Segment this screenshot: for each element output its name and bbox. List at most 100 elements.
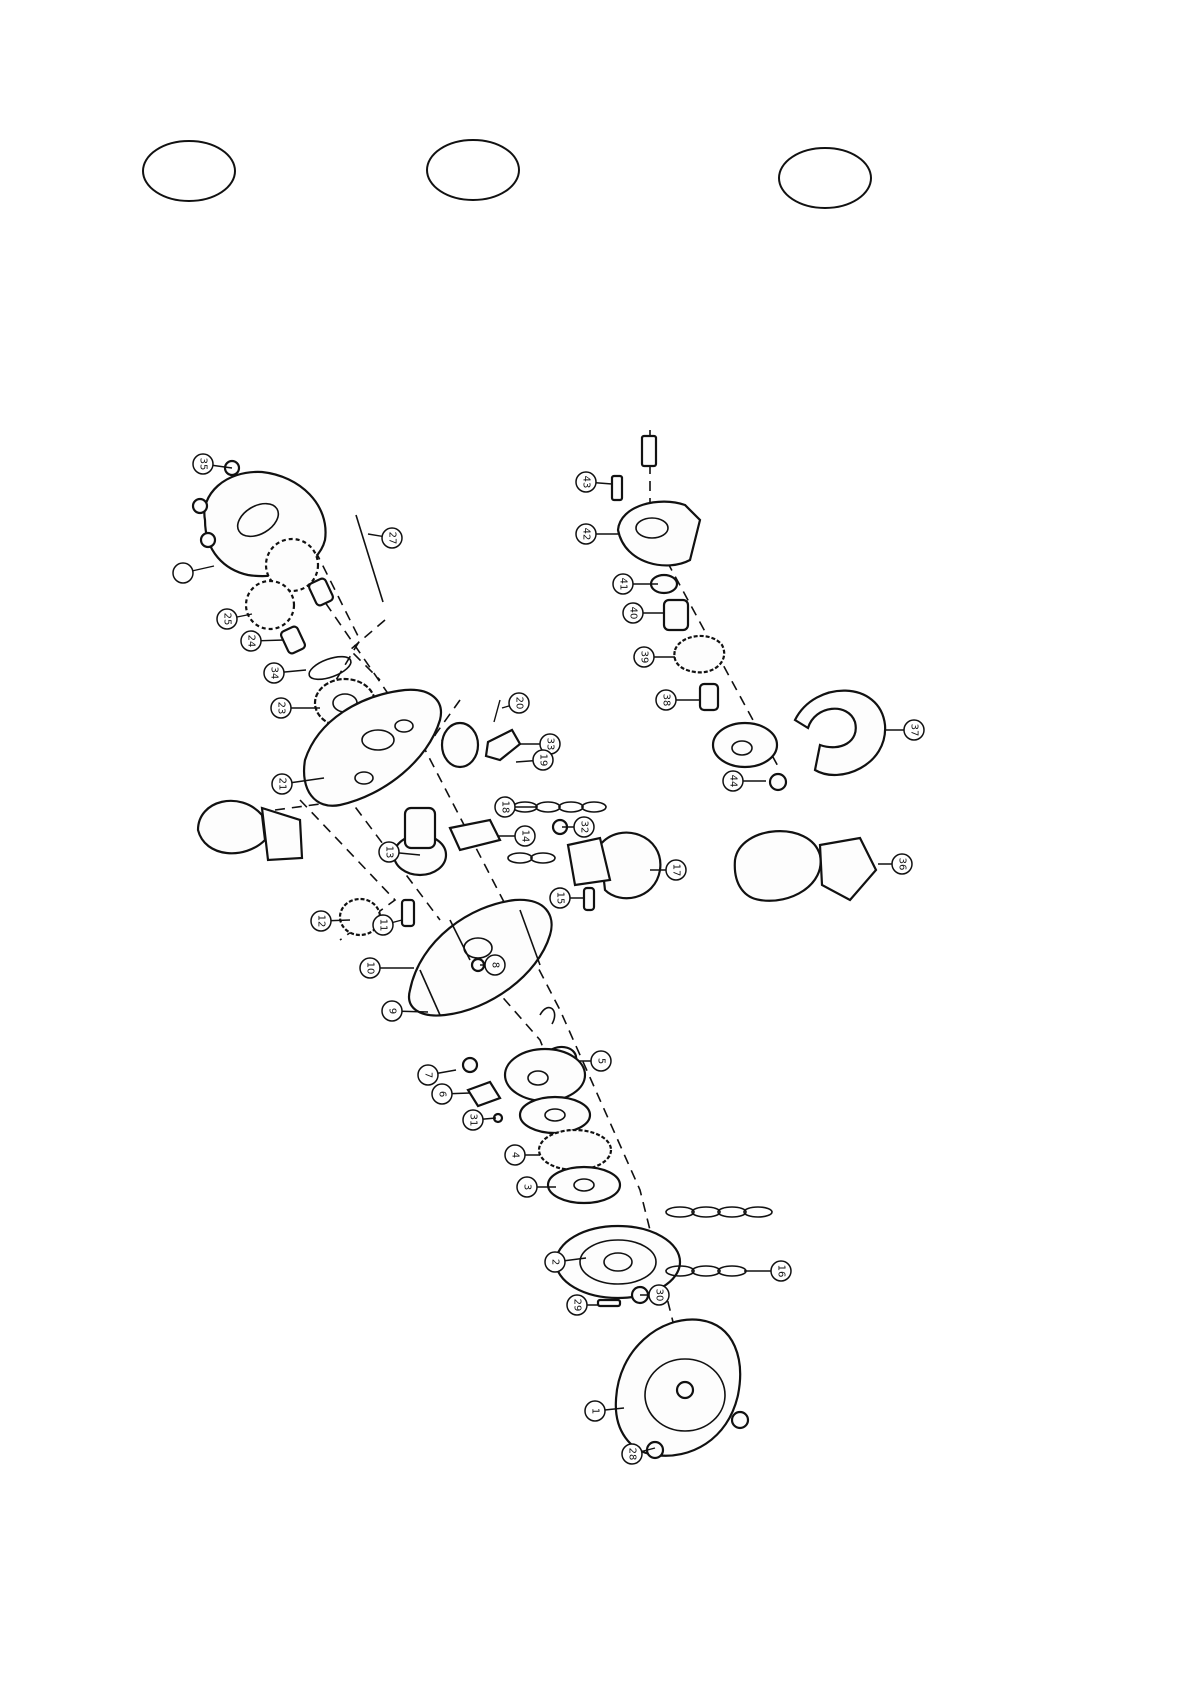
load-sheave-39 [674,636,724,672]
part-callout: 44 [723,771,766,791]
part-callout: 16 [744,1261,791,1281]
callout-number: 11 [378,919,389,932]
pin-15 [584,888,594,910]
callout-number: 10 [365,962,376,975]
part-callout: 4 [505,1145,540,1165]
part-callout: 34 [264,663,306,683]
callout-number: 6 [437,1091,448,1097]
callout-number: 18 [500,801,511,814]
bolt [642,436,656,466]
pawl-6 [468,1082,500,1106]
ratchet-spring [442,723,478,767]
hook-block-lower [713,723,777,767]
callout-number: 34 [269,667,280,680]
part-callout: 7 [418,1065,456,1085]
chain-guide-14 [450,820,500,850]
spring-7 [463,1058,477,1072]
callout-number: 41 [618,578,629,591]
part-callout: 14 [498,826,535,846]
header-oval-right [779,148,871,208]
part-callout: 40 [623,603,664,623]
callout-number: 14 [520,830,531,843]
chain-to-hook [508,853,555,863]
callout-number: 5 [596,1058,607,1064]
top-hook-37 [795,691,885,775]
callout-number: 39 [639,651,650,664]
callout-number: 3 [522,1184,533,1190]
callout-number: 24 [246,635,257,648]
nut-44 [770,774,786,790]
nut [201,533,215,547]
callout-number: 19 [538,754,549,767]
hook-block-left [262,808,302,860]
callout-number: 25 [222,613,233,626]
ratchet-disc-4 [539,1130,611,1170]
part-callout [173,563,214,583]
hook-17 [600,833,660,899]
callout-number: 38 [661,694,672,707]
brake-hub [505,1049,585,1101]
part-callout: 32 [562,817,594,837]
callout-number: 12 [316,915,327,928]
shaft-38 [700,684,718,710]
part-callout: 39 [634,647,675,667]
callout-number: 15 [555,892,566,905]
nut [193,499,207,513]
gear-25 [246,581,294,629]
part-callout: 41 [613,574,658,594]
part-callout: 27 [368,528,402,548]
callout-number: 13 [384,846,395,859]
friction-washer-3 [548,1167,620,1203]
callout-number: 33 [545,738,556,751]
callout-number: 36 [897,858,908,871]
callout-number: 1 [590,1408,601,1414]
header-oval-left [143,141,235,201]
spring-11 [402,900,414,926]
cover-nut [732,1412,748,1428]
part-callout: 24 [241,631,284,651]
hand-chain-upper [666,1207,772,1217]
callout-number: 44 [728,775,739,788]
bottom-hook-36 [735,831,821,901]
callout-number: 31 [468,1114,479,1127]
part-callout: 31 [463,1110,496,1130]
header-oval-center [427,140,519,200]
part-callout: 25 [217,609,252,629]
callout-number: 21 [277,778,288,791]
pin-20 [494,700,500,722]
top-hook-assembly [612,430,885,901]
hook-36-yoke [820,838,876,900]
shaft-27 [356,515,383,602]
lower-hook-left [198,801,265,853]
callout-number: 30 [654,1289,665,1302]
callout-number: 23 [276,702,287,715]
callout-number: 42 [581,528,592,541]
callout-number: 40 [628,607,639,620]
callout-number: 4 [510,1152,521,1158]
part-callout: 29 [567,1295,598,1315]
callout-number: 2 [550,1259,561,1265]
part-callout: 23 [271,698,320,718]
drive-shaft [405,808,435,848]
split-pin-29 [598,1300,620,1306]
callout-number: 27 [387,532,398,545]
part-callout: 43 [576,472,612,492]
callout-number: 43 [581,476,592,489]
part-callout: 42 [576,524,618,544]
part-callout: 11 [373,915,402,935]
part-callout: 37 [886,720,924,740]
callout-number: 7 [423,1072,434,1078]
part-callout: 18 [495,797,536,817]
callout-number: 8 [490,962,501,968]
callout-number: 16 [776,1265,787,1278]
callout-number: 37 [909,724,920,737]
spring-clip [540,1008,555,1024]
part-callout: 6 [432,1084,470,1104]
top-block-42 [618,502,700,566]
callout-number: 29 [572,1299,583,1312]
callout-number: 20 [514,697,525,710]
callout-number: 32 [579,821,590,834]
callout-circle [173,563,193,583]
callout-number: 28 [627,1448,638,1461]
